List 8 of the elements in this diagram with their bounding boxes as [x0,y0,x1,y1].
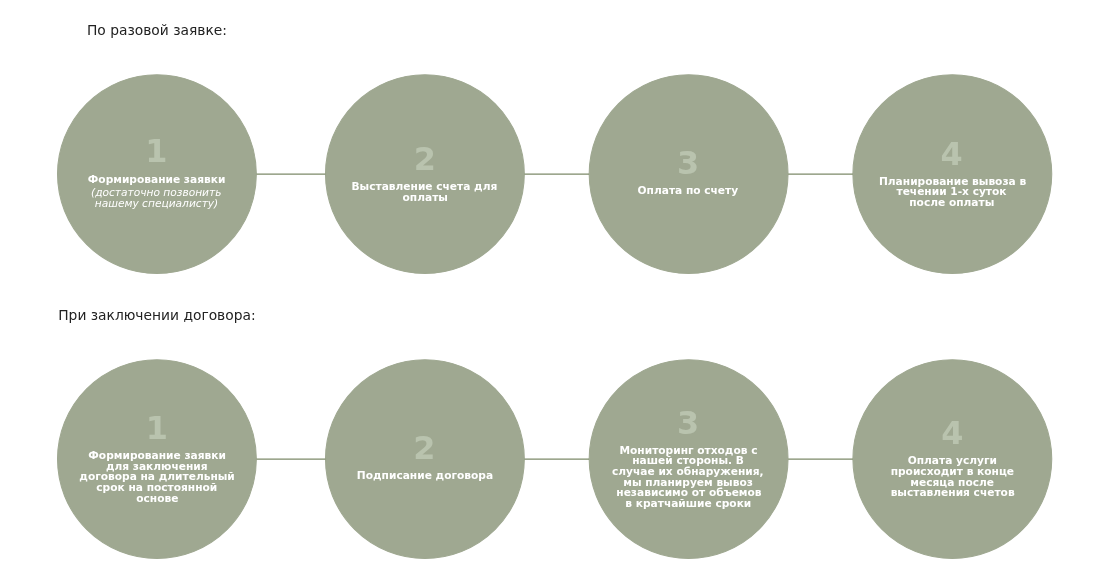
connector [787,458,853,460]
connector [523,458,590,460]
label: По разовой заявке: [86,22,227,39]
connector [255,458,326,460]
connector [523,173,590,175]
connector [787,173,853,175]
label: При заключении договора: [57,307,256,324]
connector [255,173,326,175]
